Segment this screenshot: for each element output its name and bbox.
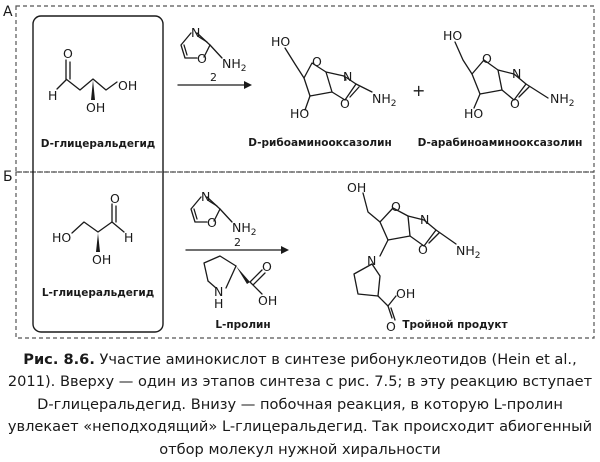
a-arrow-condition: 2 bbox=[210, 71, 217, 84]
a-oxazole-nh2-label: NH2 bbox=[222, 56, 246, 74]
b-oxazole-n-label: N bbox=[201, 189, 210, 204]
ribo-ho-top-label: HO bbox=[271, 34, 290, 49]
arab-n-label: N bbox=[512, 66, 521, 81]
l-glyc-oxygen-label: O bbox=[110, 191, 120, 206]
arab-ring-o-label: O bbox=[482, 51, 492, 66]
l-glyceraldehyde-name: L-глицеральдегид bbox=[42, 287, 154, 299]
triple-nh2-label: NH2 bbox=[456, 243, 480, 261]
arabino-aminooxazoline-structure: HO O N O HO NH2 bbox=[443, 28, 574, 121]
proline-oh-label: OH bbox=[258, 293, 277, 308]
b-aminooxazole-structure: N O NH2 bbox=[190, 189, 256, 238]
triple-product-name: Тройной продукт bbox=[402, 319, 508, 331]
triple-ox-o-label: O bbox=[418, 242, 428, 257]
panel-a-label: А bbox=[3, 4, 13, 20]
arabino-aminooxazoline-name: D-арабиноаминооксазолин bbox=[418, 137, 583, 149]
d-glyceraldehyde-structure: O H OH OH bbox=[48, 46, 137, 115]
panel-b-label: Б bbox=[3, 169, 13, 185]
ribo-ring-o-label: O bbox=[312, 54, 322, 69]
figure-caption: Рис. 8.6. Участие аминокислот в синтезе … bbox=[6, 349, 594, 461]
triple-n-label: N bbox=[420, 212, 429, 227]
b-arrow-head bbox=[281, 246, 289, 254]
l-proline-name: L-пролин bbox=[215, 319, 270, 331]
reaction-scheme: А Б O H OH OH D-глицеральдегид N O NH2 2… bbox=[3, 4, 595, 339]
d-glyceraldehyde-name: D-глицеральдегид bbox=[41, 138, 156, 150]
b-oxazole-nh2-label: NH2 bbox=[232, 220, 256, 238]
l-glyc-ho-label: HO bbox=[52, 230, 71, 245]
l-glyc-oh-label: OH bbox=[92, 252, 111, 267]
proline-o-label: O bbox=[262, 259, 272, 274]
arab-ox-o-label: O bbox=[510, 96, 520, 111]
d-glyc-oh-label: OH bbox=[86, 100, 105, 115]
ribo-nh2-label: NH2 bbox=[372, 91, 396, 109]
triple-proline-n-label: N bbox=[367, 253, 376, 268]
ribo-aminooxazoline-structure: HO O N O HO NH2 bbox=[271, 34, 396, 121]
ribo-aminooxazoline-name: D-рибоаминооксазолин bbox=[248, 137, 391, 149]
d-glyc-oh2-label: OH bbox=[118, 78, 137, 93]
l-glyceraldehyde-structure: HO O H OH bbox=[52, 191, 133, 267]
glyceraldehyde-highlight-box bbox=[32, 15, 164, 333]
triple-ring-o-label: O bbox=[391, 199, 401, 214]
ribo-ox-o-label: O bbox=[340, 96, 350, 111]
proline-h-label: H bbox=[214, 296, 223, 311]
b-oxazole-o-label: O bbox=[207, 215, 217, 230]
l-glyc-h-label: H bbox=[124, 230, 133, 245]
arab-ho-top-label: HO bbox=[443, 28, 462, 43]
d-glyc-oxygen-label: O bbox=[63, 46, 73, 61]
triple-product-structure: OH O N O NH2 N OH O bbox=[347, 180, 480, 334]
triple-cooh-o-label: O bbox=[386, 319, 396, 334]
plus-sign: + bbox=[412, 81, 425, 100]
l-proline-structure: N H O OH bbox=[203, 255, 277, 311]
triple-oh-label: OH bbox=[347, 180, 366, 195]
triple-cooh-oh-label: OH bbox=[396, 286, 415, 301]
ribo-n-label: N bbox=[343, 69, 352, 84]
a-oxazole-n-label: N bbox=[191, 25, 200, 40]
a-aminooxazole-structure: N O NH2 bbox=[180, 25, 246, 74]
a-oxazole-o-label: O bbox=[197, 51, 207, 66]
ribo-ho-bottom-label: HO bbox=[290, 106, 309, 121]
a-arrow-head bbox=[244, 81, 252, 89]
b-arrow-condition: 2 bbox=[234, 236, 241, 249]
figure-label: Рис. 8.6. bbox=[23, 351, 95, 368]
caption-text: Участие аминокислот в синтезе рибонуклео… bbox=[7, 351, 593, 458]
d-glyc-h-label: H bbox=[48, 88, 57, 103]
proline-n-label: N bbox=[214, 284, 223, 299]
arab-nh2-label: NH2 bbox=[550, 91, 574, 109]
panel-b-frame bbox=[15, 171, 595, 339]
arab-ho-bottom-label: HO bbox=[464, 106, 483, 121]
